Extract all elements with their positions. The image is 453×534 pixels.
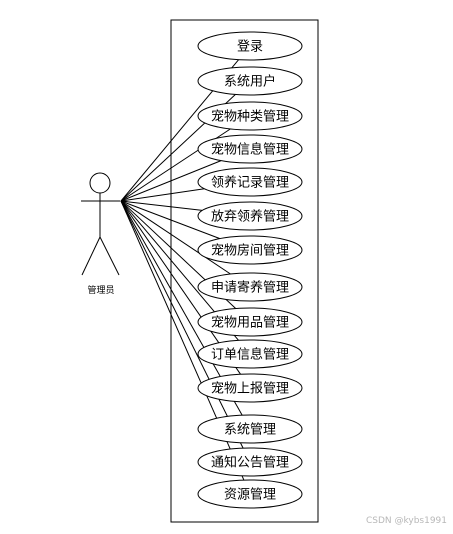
use-case-label: 通知公告管理 [211,455,289,471]
use-case-ellipse [197,307,303,337]
use-case-label: 订单信息管理 [211,347,289,363]
use-case: 宠物种类管理 [197,101,303,131]
use-case-label: 宠物种类管理 [211,109,289,125]
use-cases: 登录系统用户宠物种类管理宠物信息管理领养记录管理放弃领养管理宠物房间管理申请寄养… [197,31,303,509]
use-case-ellipse [197,272,303,302]
system-boundary [170,19,319,523]
use-case-label: 系统用户 [224,74,276,90]
use-case-label: 宠物用品管理 [211,315,289,331]
use-case: 领养记录管理 [197,167,303,197]
use-case-ellipse [197,134,303,164]
use-case: 宠物房间管理 [197,235,303,265]
use-case: 放弃领养管理 [197,201,303,231]
association-line [120,188,205,202]
watermark: CSDN @kybs1991 [365,516,447,526]
use-case-label: 资源管理 [224,488,276,503]
use-case: 订单信息管理 [197,339,303,369]
use-case: 登录 [197,31,303,61]
actor-label: 管理员 [87,284,114,296]
use-case-label: 系统管理 [224,423,276,438]
association-line [120,160,222,202]
use-case-ellipse [197,414,303,444]
association-line [120,200,221,240]
use-case-ellipse [197,373,303,403]
use-case-label: 宠物信息管理 [211,142,289,158]
use-case-label: 宠物房间管理 [211,243,289,259]
use-case: 资源管理 [197,479,303,509]
association-line [120,200,231,275]
use-case-ellipse [197,339,303,369]
use-case: 通知公告管理 [197,447,303,477]
use-case-ellipse [197,447,303,477]
use-case: 宠物用品管理 [197,307,303,337]
association-line [120,200,203,211]
use-case-label: 领养记录管理 [211,175,289,191]
use-case: 宠物上报管理 [197,373,303,403]
actor-left-leg [81,236,101,276]
use-case: 申请寄养管理 [197,272,303,302]
use-case: 系统管理 [197,414,303,444]
actor-head [89,172,111,194]
actor-admin: 管理员 [81,172,120,296]
use-case-ellipse [197,235,303,265]
use-case-ellipse [197,31,303,61]
association-line [120,200,244,449]
use-case-ellipse [197,201,303,231]
use-case-ellipse [197,66,303,96]
use-case-ellipse [197,479,303,509]
use-case-label: 宠物上报管理 [211,381,289,397]
use-case: 系统用户 [197,66,303,96]
use-case-label: 登录 [237,40,263,55]
actor-right-leg [99,236,120,276]
use-case-ellipse [197,101,303,131]
use-case-label: 放弃领养管理 [211,209,289,225]
use-case-ellipse [197,167,303,197]
use-case-label: 申请寄养管理 [211,280,289,296]
use-case: 宠物信息管理 [197,134,303,164]
